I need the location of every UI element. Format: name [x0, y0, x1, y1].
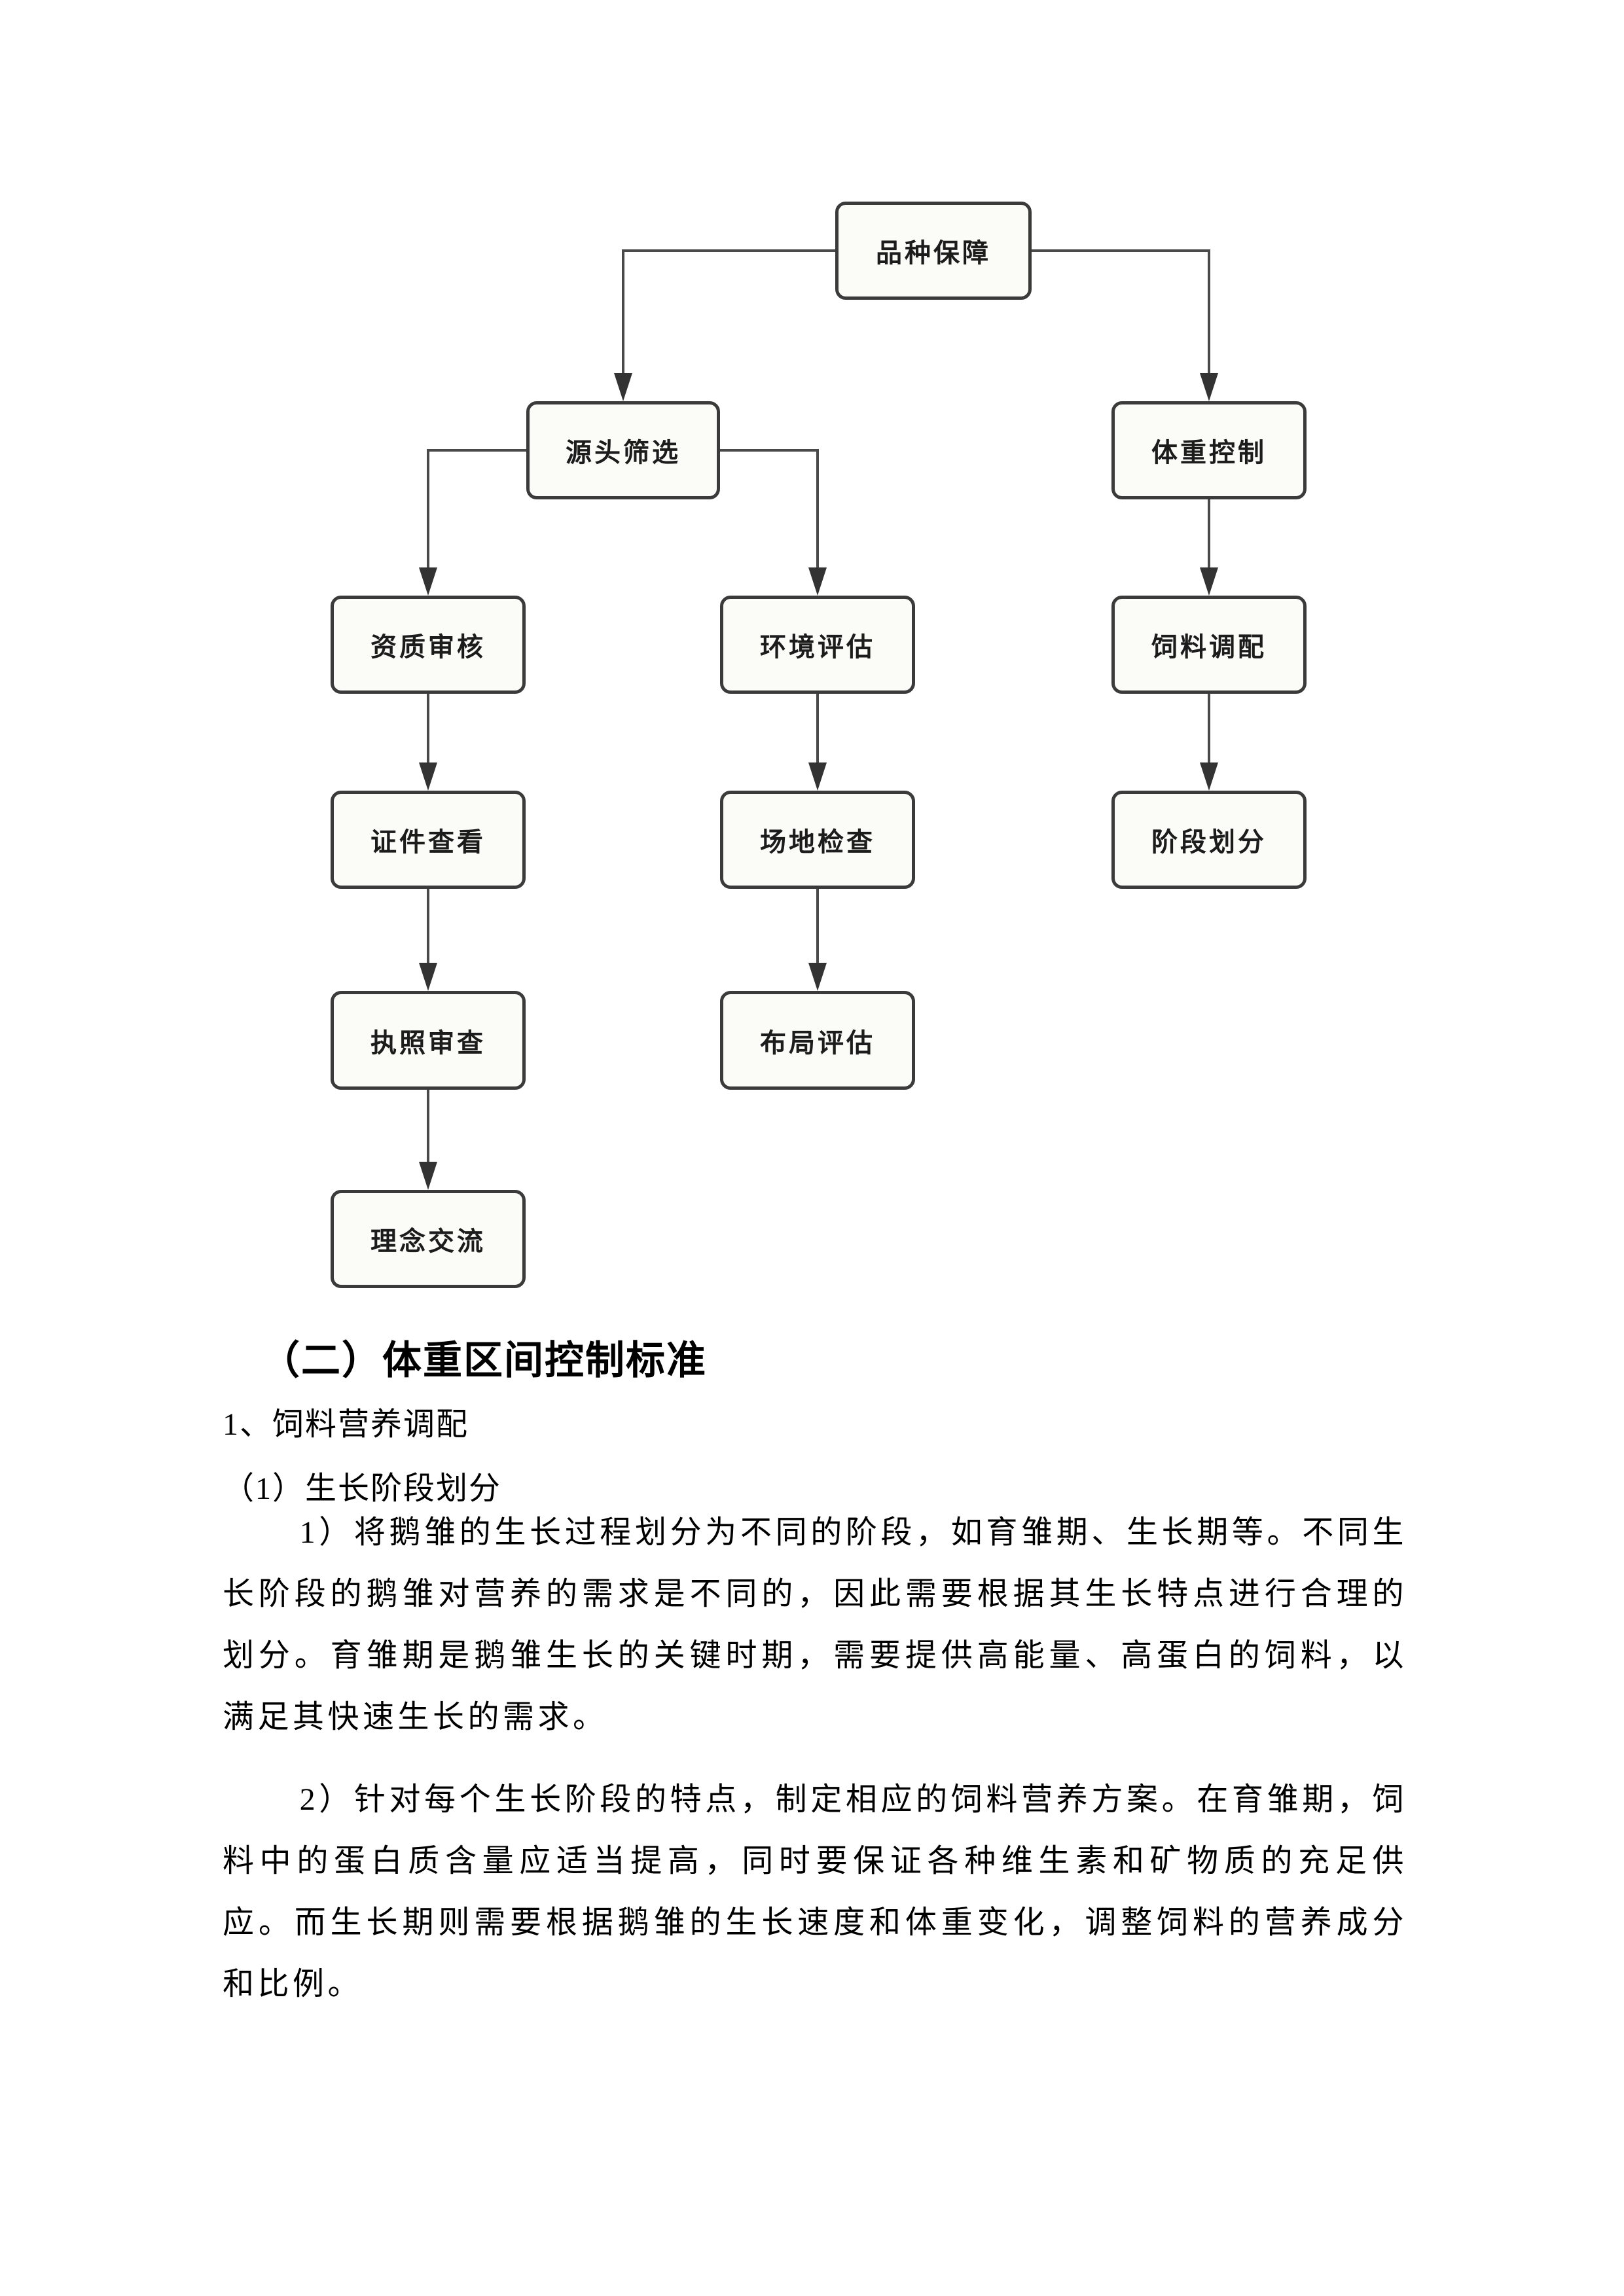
edge-zhengjianchakan-zhizhaoshencha: [419, 889, 437, 991]
list-item-1-1: （1）生长阶段划分: [223, 1471, 502, 1506]
node-label: 阶段划分: [1151, 828, 1267, 857]
flowchart-node-siliaotiaopei: 饲料调配: [1111, 596, 1307, 694]
node-label: 布局评估: [760, 1028, 875, 1058]
flowchart-node-yuantoushaixuan: 源头筛选: [526, 401, 720, 499]
node-label: 环境评估: [760, 633, 875, 662]
flowchart-node-jieduanhuafen: 阶段划分: [1111, 791, 1307, 889]
flowchart-diagram: 品种保障 源头筛选 体重控制 资质审核 环境评估 饲料调配 证件查看 场地检查 …: [331, 202, 1307, 1288]
section-heading: （二）体重区间控制标准: [261, 1339, 707, 1382]
flowchart-node-zhengjianchakan: 证件查看: [331, 791, 526, 889]
edge-yuantoushaixuan-zizhishenhe: [419, 449, 526, 596]
flowchart-node-bujupinggu: 布局评估: [720, 991, 915, 1090]
node-label: 证件查看: [370, 828, 486, 857]
node-label: 理念交流: [370, 1227, 486, 1256]
body-paragraph-2: 2）针对每个生长阶段的特点，制定相应的饲料营养方案。在育雏期，饲料中的蛋白质含量…: [223, 1782, 1407, 2001]
flowchart-node-changdijiancha: 场地检查: [720, 791, 915, 889]
edge-changdijiancha-bujupinggu: [808, 889, 827, 991]
edge-tizhongkongzhi-siliaotiaopei: [1200, 499, 1218, 596]
list-item-1: 1、饲料营养调配: [223, 1407, 469, 1442]
flowchart-node-lianianjiaoliu: 理念交流: [331, 1190, 526, 1288]
body-paragraph-1: 1）将鹅雏的生长过程划分为不同的阶段，如育雏期、生长期等。不同生长阶段的鹅雏对营…: [223, 1515, 1407, 1734]
edge-zhizhaoshencha-lianianjiaoliu: [419, 1090, 437, 1190]
flowchart-node-zhizhaoshencha: 执照审查: [331, 991, 526, 1090]
node-label: 执照审查: [370, 1028, 486, 1058]
edge-zizhishenhe-zhengjianchakan: [419, 694, 437, 791]
edge-siliaotiaopei-jieduanhuafen: [1200, 694, 1218, 791]
flowchart-node-huanjingpinggu: 环境评估: [720, 596, 915, 694]
edge-pinzhongbaozhang-tizhongkongzhi: [1032, 249, 1218, 401]
node-label: 场地检查: [760, 828, 875, 857]
node-label: 饲料调配: [1151, 633, 1267, 662]
flowchart-node-zizhishenhe: 资质审核: [331, 596, 526, 694]
edge-yuantoushaixuan-huanjingpinggu: [720, 449, 827, 596]
node-label: 源头筛选: [566, 439, 681, 467]
node-label: 品种保障: [876, 239, 991, 268]
node-label: 资质审核: [370, 633, 486, 662]
edge-pinzhongbaozhang-yuantoushaixuan: [614, 249, 835, 401]
flowchart-connectors: [419, 249, 1218, 1190]
node-label: 体重控制: [1151, 439, 1267, 467]
flowchart-node-pinzhongbaozhang: 品种保障: [835, 202, 1032, 300]
edge-huanjingpinggu-changdijiancha: [808, 694, 827, 791]
flowchart-node-tizhongkongzhi: 体重控制: [1111, 401, 1307, 499]
